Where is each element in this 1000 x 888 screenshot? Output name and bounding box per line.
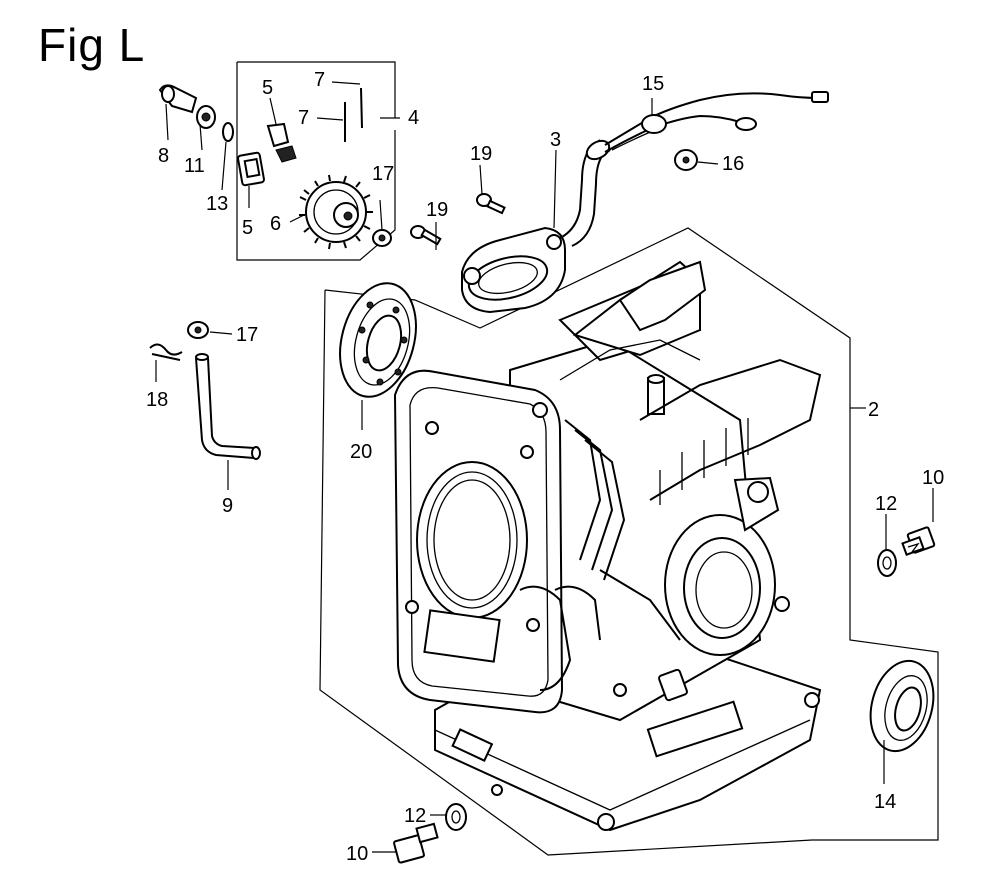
callout-19-upper: 19: [470, 143, 492, 165]
oil-seal: [869, 659, 935, 753]
callout-18: 18: [146, 389, 168, 411]
callout-11: 11: [184, 155, 205, 177]
callout-5-lower: 5: [242, 217, 253, 239]
bearing: [339, 282, 417, 398]
callout-4: 4: [408, 107, 419, 129]
callout-5-upper: 5: [262, 77, 273, 99]
callout-10-right: 10: [922, 467, 944, 489]
group-outline-crankcase: [319, 227, 939, 856]
rod-clip: [149, 343, 183, 361]
washer-bottom: [445, 803, 467, 831]
rod-nut: [187, 321, 209, 339]
figure-title: Fig L: [38, 19, 146, 71]
callout-12-bottom: 12: [404, 805, 426, 827]
callout-labels: 7 5 7 4 8 11 13 5 6 17 15 3 19 19 16 17 …: [146, 69, 944, 865]
washer-right: [877, 549, 897, 577]
callout-7-lower: 7: [298, 107, 309, 129]
callout-9: 9: [222, 495, 233, 517]
governor-assembly: [237, 87, 392, 250]
callout-3: 3: [550, 129, 561, 151]
callout-10-bottom: 10: [346, 843, 368, 865]
crankcase: [393, 260, 822, 832]
group-outline-governor: [237, 61, 396, 118]
drain-bolt-right: [901, 526, 936, 556]
group-outline-governor-lower: [236, 62, 396, 261]
screw-upper: [476, 193, 506, 215]
callout-8: 8: [158, 145, 169, 167]
callout-17-upper: 17: [372, 163, 394, 185]
leader-lines: [155, 81, 934, 853]
callout-14: 14: [874, 791, 896, 813]
callout-12-right: 12: [875, 493, 897, 515]
governor-arm-parts: [158, 84, 234, 142]
cooling-fins: [564, 358, 822, 581]
governor-rod: [195, 353, 261, 460]
callout-15: 15: [642, 73, 664, 95]
callout-2: 2: [868, 399, 879, 421]
callout-16: 16: [722, 153, 744, 175]
callout-13: 13: [206, 193, 228, 215]
callout-7-upper: 7: [314, 69, 325, 91]
drain-bolt-bottom: [393, 822, 439, 864]
callout-20: 20: [350, 441, 372, 463]
callout-6: 6: [270, 213, 281, 235]
callout-17-lower: 17: [236, 324, 258, 346]
callout-19-lower: 19: [426, 199, 448, 221]
oil-alert-unit: [410, 91, 829, 314]
